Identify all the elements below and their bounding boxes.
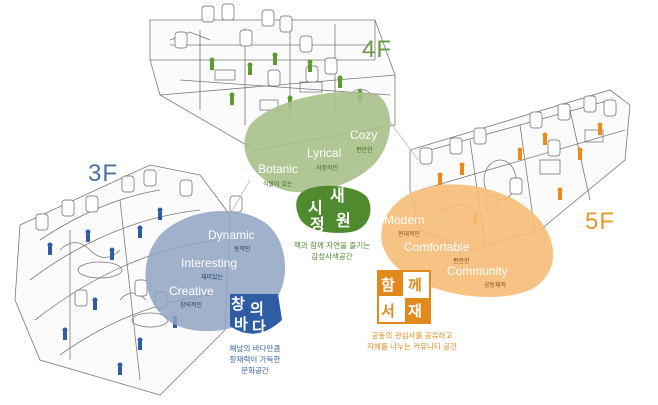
floor-3f-label: 3F <box>88 160 119 187</box>
f4-keyword-botanic: Botanic <box>258 162 299 176</box>
f3-tagline-line-2: 창재력이 가득한 <box>229 355 281 364</box>
f5-keyword-comfortable: Comfortable <box>404 240 470 254</box>
f4-tagline: 책과 함께 자연을 즐기는 감성사색공간 <box>282 240 382 262</box>
f5-logo-shape <box>377 270 431 324</box>
f4-logo-shape <box>296 185 371 233</box>
f4-tagline-line-2: 감성사색공간 <box>311 252 353 261</box>
f3-logo-char-2: 의 <box>250 300 264 318</box>
f3-tagline: 해남의 바다만큼 창재력이 가득한 문화공간 <box>210 343 300 376</box>
floor-4f-bubbles <box>174 3 338 87</box>
f3-logo-char-1: 창 <box>231 295 245 313</box>
floor-4f-green-blob <box>244 91 391 193</box>
f3-keyword-interesting: Interesting <box>181 256 238 270</box>
f3-tagline-line-1: 해남의 바다만큼 <box>229 344 281 353</box>
f3-logo-char-3: 바 <box>234 315 248 333</box>
f3-logo-char-4: 다 <box>252 318 266 336</box>
f5-logo-char-2: 께 <box>408 276 422 294</box>
f3-keyword-dynamic: Dynamic <box>208 228 255 242</box>
f5-tagline: 공동의 관심사를 공유하고 지혜를 나누는 커뮤니티 공간 <box>352 330 472 352</box>
f5-logo-char-4: 재 <box>408 302 422 320</box>
f4-keyword-lyrical: Lyrical <box>307 146 342 160</box>
connector-lines <box>229 114 419 216</box>
f4-tagline-line-1: 책과 함께 자연을 즐기는 <box>293 241 371 250</box>
f5-keyword-modern: Modern <box>384 213 425 227</box>
f3-keyword-dynamic-ko: 동적인 <box>234 246 251 253</box>
f3-keyword-creative: Creative <box>169 284 214 298</box>
f5-keyword-modern-ko: 현대적인 <box>398 231 421 238</box>
floor-5f-orange-blob <box>381 184 554 298</box>
f4-logo-char-1: 새 <box>330 186 345 205</box>
f5-logo-char-1: 함 <box>381 276 395 294</box>
f4-keyword-cozy: Cozy <box>350 128 378 142</box>
f5-logo-char-3: 서 <box>381 302 395 320</box>
f4-logo-char-3: 정 <box>310 215 325 234</box>
f3-keyword-interesting-ko: 재미있는 <box>201 274 224 281</box>
f3-keyword-creative-ko: 창의적인 <box>180 302 203 309</box>
floor-4f-label: 4F <box>362 36 393 63</box>
f4-keyword-botanic-ko: 식물이 있는 <box>263 181 293 188</box>
f5-tagline-line-2: 지혜를 나누는 커뮤니티 공간 <box>367 342 457 351</box>
f5-tagline-line-1: 공동의 관심사를 공유하고 <box>371 331 453 340</box>
f4-logo-char-2: 시 <box>308 198 323 217</box>
f4-logo-char-4: 원 <box>336 211 351 230</box>
floor-4f-people <box>209 52 363 108</box>
floor-3f-sketch <box>14 164 231 396</box>
floor-5f-label: 5F <box>585 208 616 235</box>
f5-keyword-comfortable-ko: 편안한 <box>453 258 470 265</box>
f4-keyword-cozy-ko: 편안한 <box>356 147 373 154</box>
f3-logo-shape <box>230 294 282 334</box>
f5-keyword-community: Community <box>447 264 508 278</box>
f3-tagline-line-3: 문화공간 <box>241 366 269 375</box>
f4-keyword-lyrical-ko: 서정적인 <box>316 165 339 172</box>
f5-keyword-community-ko: 공동체적 <box>484 282 507 289</box>
